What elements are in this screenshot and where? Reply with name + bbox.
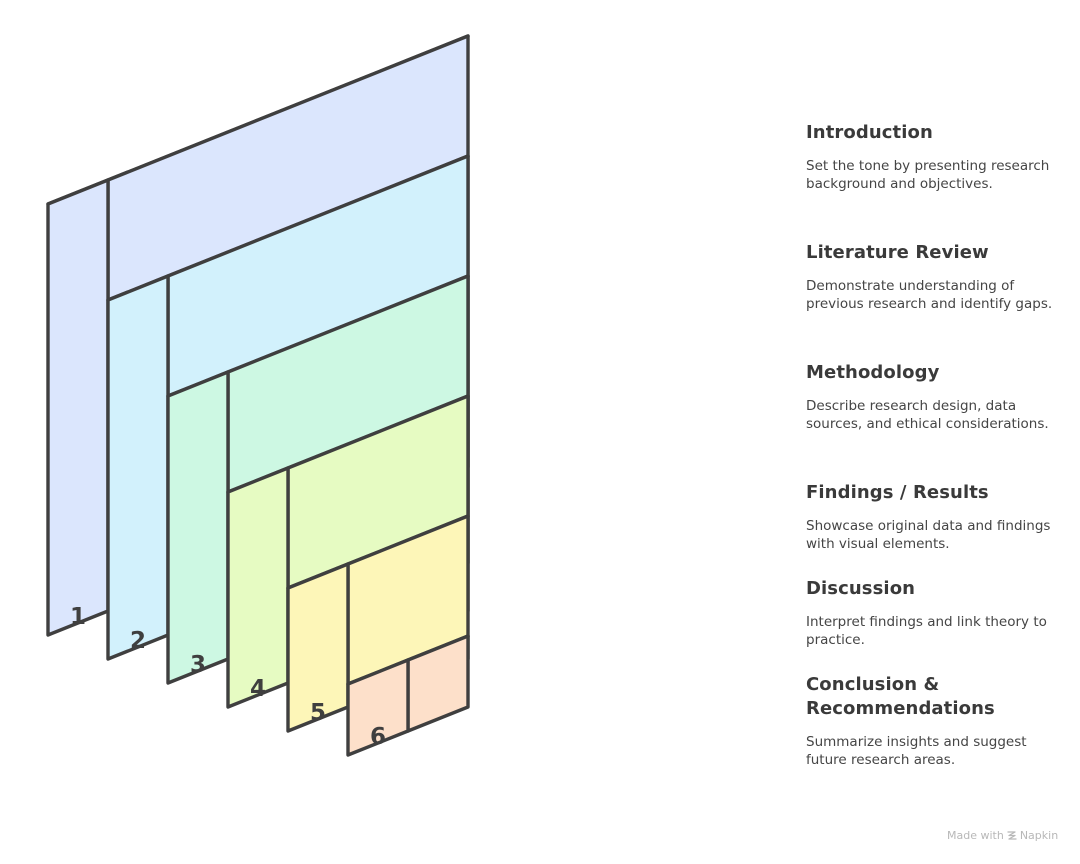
step-number-label: 5 [310,700,326,726]
step-number-label: 2 [130,628,146,654]
legend-description: Set the tone by presenting research back… [806,158,1050,192]
step-block-6: 6 [346,634,470,757]
step-front-face [46,178,110,637]
legend-title: Introduction [806,122,933,143]
legend-title: Conclusion & Recommendations [806,674,995,719]
step-front-face [226,466,290,709]
made-with-napkin-credit: Made with Napkin [947,829,1058,842]
credit-brand: Napkin [1019,829,1059,842]
legend-item-literature-review: Literature Review Demonstrate understand… [806,241,1066,313]
legend-description: Interpret findings and link theory to pr… [806,614,1047,648]
step-front-face [346,658,410,757]
step-number-label: 6 [370,724,386,750]
credit-text: Made with [947,829,1004,842]
napkin-logo-icon [1007,830,1017,841]
step-front-face [106,274,170,661]
legend-description: Showcase original data and findings with… [806,518,1051,552]
legend-title: Discussion [806,578,916,599]
legend-title: Methodology [806,362,940,383]
legend-description: Demonstrate understanding of previous re… [806,278,1053,312]
legend-item-findings-results: Findings / Results Showcase original dat… [806,481,1066,553]
legend-item-discussion: Discussion Interpret findings and link t… [806,577,1066,649]
legend-item-introduction: Introduction Set the tone by presenting … [806,121,1066,193]
step-front-face [166,370,230,685]
step-number-label: 3 [190,652,206,678]
legend-title: Findings / Results [806,482,989,503]
legend-title: Literature Review [806,242,989,263]
step-number-label: 4 [250,676,266,702]
step-number-label: 1 [70,604,86,630]
legend-item-methodology: Methodology Describe research design, da… [806,361,1066,433]
legend-description: Describe research design, data sources, … [806,398,1049,432]
legend-description: Summarize insights and suggest future re… [806,734,1027,768]
legend-item-conclusion-recommendations: Conclusion & Recommendations Summarize i… [806,673,1027,769]
step-block-5: 5 [286,514,470,733]
